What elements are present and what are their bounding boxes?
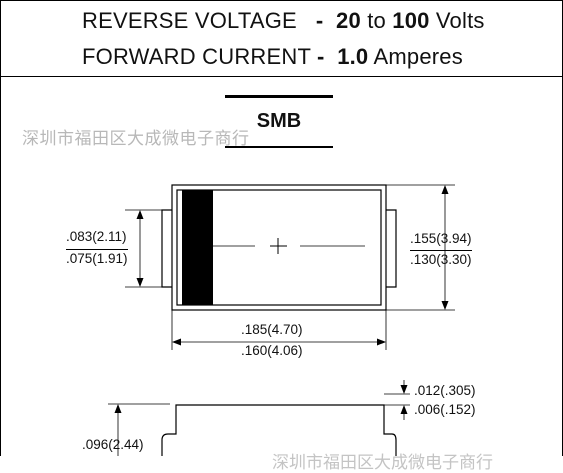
arrow-right-bottom — [441, 301, 449, 310]
right-height-min: .130(3.30) — [410, 250, 472, 267]
arrow-left-bottom — [136, 278, 144, 287]
side-view-outline — [161, 404, 397, 456]
left-height-min: .075(1.91) — [66, 249, 128, 266]
forward-current-line: FORWARD CURRENT - 1.0 Amperes — [82, 44, 463, 70]
body-length-max: .185(4.70) — [241, 322, 303, 337]
package-outline-drawing — [108, 184, 455, 456]
lead-thickness-min: .006(.152) — [414, 402, 476, 417]
right-lead — [386, 209, 397, 288]
voltage-max: 100 — [392, 8, 430, 33]
arrow-left-top — [136, 210, 144, 219]
lead-thickness-max: .012(.305) — [414, 383, 476, 398]
left-height-max: .083(2.11) — [66, 229, 127, 244]
body-outline — [171, 184, 387, 311]
separator-dash: - — [315, 8, 324, 33]
arrow-bottom-right — [377, 338, 386, 346]
reverse-voltage-label: REVERSE VOLTAGE — [82, 8, 297, 33]
body-inner-outline — [176, 189, 382, 306]
package-name: SMB — [256, 110, 302, 132]
body-length-min: .160(4.06) — [241, 343, 303, 358]
ratings-header: REVERSE VOLTAGE - 20 to 100 Volts FORWAR… — [0, 0, 563, 77]
right-height-max: .155(3.94) — [410, 231, 472, 246]
side-height: .096(2.44) — [82, 437, 144, 452]
voltage-unit: Volts — [435, 8, 485, 33]
reverse-voltage-line: REVERSE VOLTAGE - 20 to 100 Volts — [82, 8, 485, 34]
arrow-lead-bottom — [400, 405, 408, 414]
forward-current-label: FORWARD CURRENT — [82, 44, 311, 69]
separator-dash: - — [317, 44, 325, 69]
arrow-side-top — [114, 404, 122, 413]
watermark: 深圳市福田区大成微电子商行 — [22, 129, 250, 148]
voltage-min: 20 — [336, 8, 361, 33]
arrow-bottom-left — [172, 338, 181, 346]
arrow-right-top — [441, 185, 449, 194]
package-title: SMB — [225, 95, 333, 148]
current-value: 1.0 — [337, 44, 369, 69]
current-unit: Amperes — [373, 44, 463, 69]
cathode-band — [182, 190, 213, 305]
to-word: to — [367, 8, 386, 33]
left-lead — [161, 209, 172, 288]
arrow-lead-top — [400, 385, 408, 394]
